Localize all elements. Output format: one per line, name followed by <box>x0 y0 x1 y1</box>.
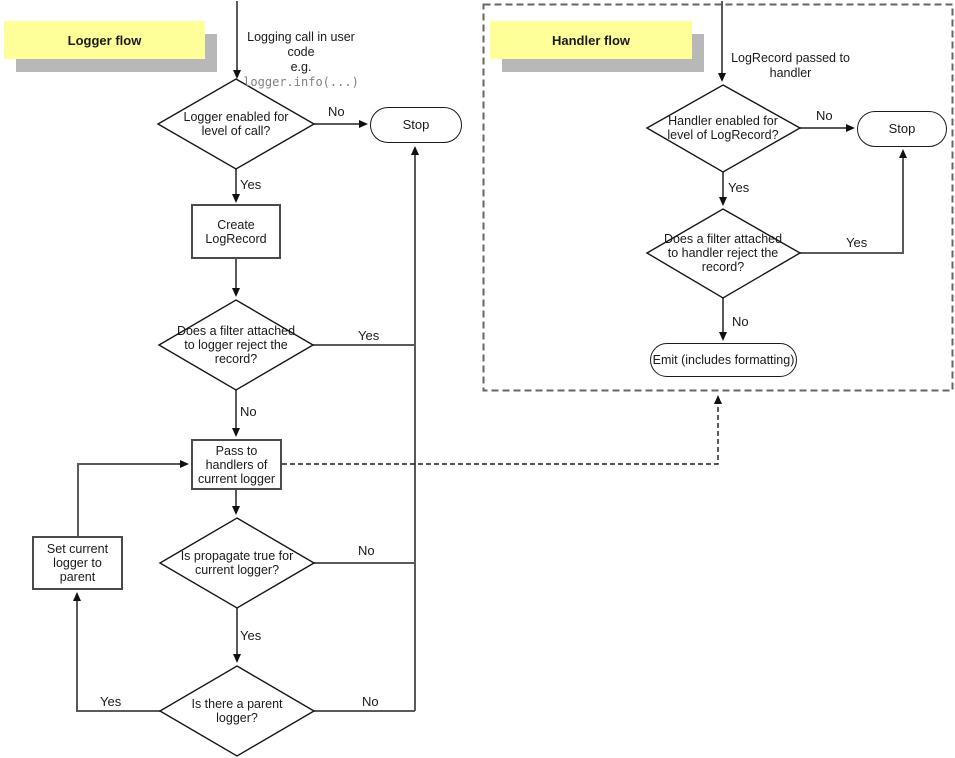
edge-pass-to-handler-flow-dashed <box>282 395 722 465</box>
label-henabled-no: No <box>816 108 833 123</box>
handler-flow-title-label: Handler flow <box>551 32 630 48</box>
diamond-handler-filter <box>645 208 802 299</box>
diamond-handler-enabled <box>645 84 802 173</box>
solid-connectors <box>73 1 907 712</box>
diamond-logger-enabled <box>156 78 316 170</box>
label-parent-no: No <box>362 694 379 709</box>
diamond-text-logger-filter: Does a filter attached to logger reject … <box>176 324 296 366</box>
label-enabled-yes: Yes <box>240 177 262 192</box>
pass-to-handlers-box: Pass to handlers of current logger <box>191 439 282 490</box>
edge-set-to-pass <box>77 460 189 536</box>
label-hfilter-yes: Yes <box>846 235 868 250</box>
handler-stop-terminator: Stop <box>857 111 947 147</box>
logger-start-code: logger.info(...) <box>243 75 359 89</box>
label-propagate-yes: Yes <box>240 628 262 643</box>
label-hfilter-no: No <box>732 314 749 329</box>
logger-flow-title-label: Logger flow <box>67 32 142 48</box>
label-parent-yes: Yes <box>100 694 122 709</box>
diamond-text-parent-logger: Is there a parent logger? <box>191 697 283 725</box>
emit-terminator: Emit (includes formatting) <box>650 343 797 377</box>
edge-hfilter-yes-to-hstop <box>800 149 907 254</box>
logger-stop-terminator: Stop <box>370 107 462 143</box>
diamond-text-handler-enabled: Handler enabled for level of LogRecord? <box>667 114 779 142</box>
logger-flow-title: Logger flow <box>4 21 205 59</box>
label-filter-no: No <box>240 404 257 419</box>
diamond-text-handler-filter: Does a filter attached to handler reject… <box>663 232 783 274</box>
label-filter-yes: Yes <box>358 328 380 343</box>
logger-start-caption: Logging call in user code e.g. <box>247 30 355 74</box>
create-logrecord-box: Create LogRecord <box>191 204 281 259</box>
label-enabled-no: No <box>328 104 345 119</box>
set-current-logger-box: Set current logger to parent <box>32 536 123 590</box>
edge-parent-yes-to-set <box>73 592 160 712</box>
handler-flow-title: Handler flow <box>490 21 692 59</box>
diamond-text-propagate: Is propagate true for current logger? <box>180 549 294 577</box>
decision-shapes <box>156 78 802 757</box>
diamond-text-logger-enabled: Logger enabled for level of call? <box>183 110 289 138</box>
diamond-logger-filter <box>157 299 315 391</box>
diamond-propagate <box>158 517 316 609</box>
diamond-parent-logger <box>158 665 316 757</box>
handler-start-text: LogRecord passed to handler <box>728 36 853 81</box>
label-henabled-yes: Yes <box>728 180 750 195</box>
handler-start-caption: LogRecord passed to handler <box>731 51 850 80</box>
label-propagate-no: No <box>358 543 375 558</box>
handler-flow-dashed-border <box>482 3 954 392</box>
logger-start-text: Logging call in user code e.g. logger.in… <box>235 15 367 105</box>
